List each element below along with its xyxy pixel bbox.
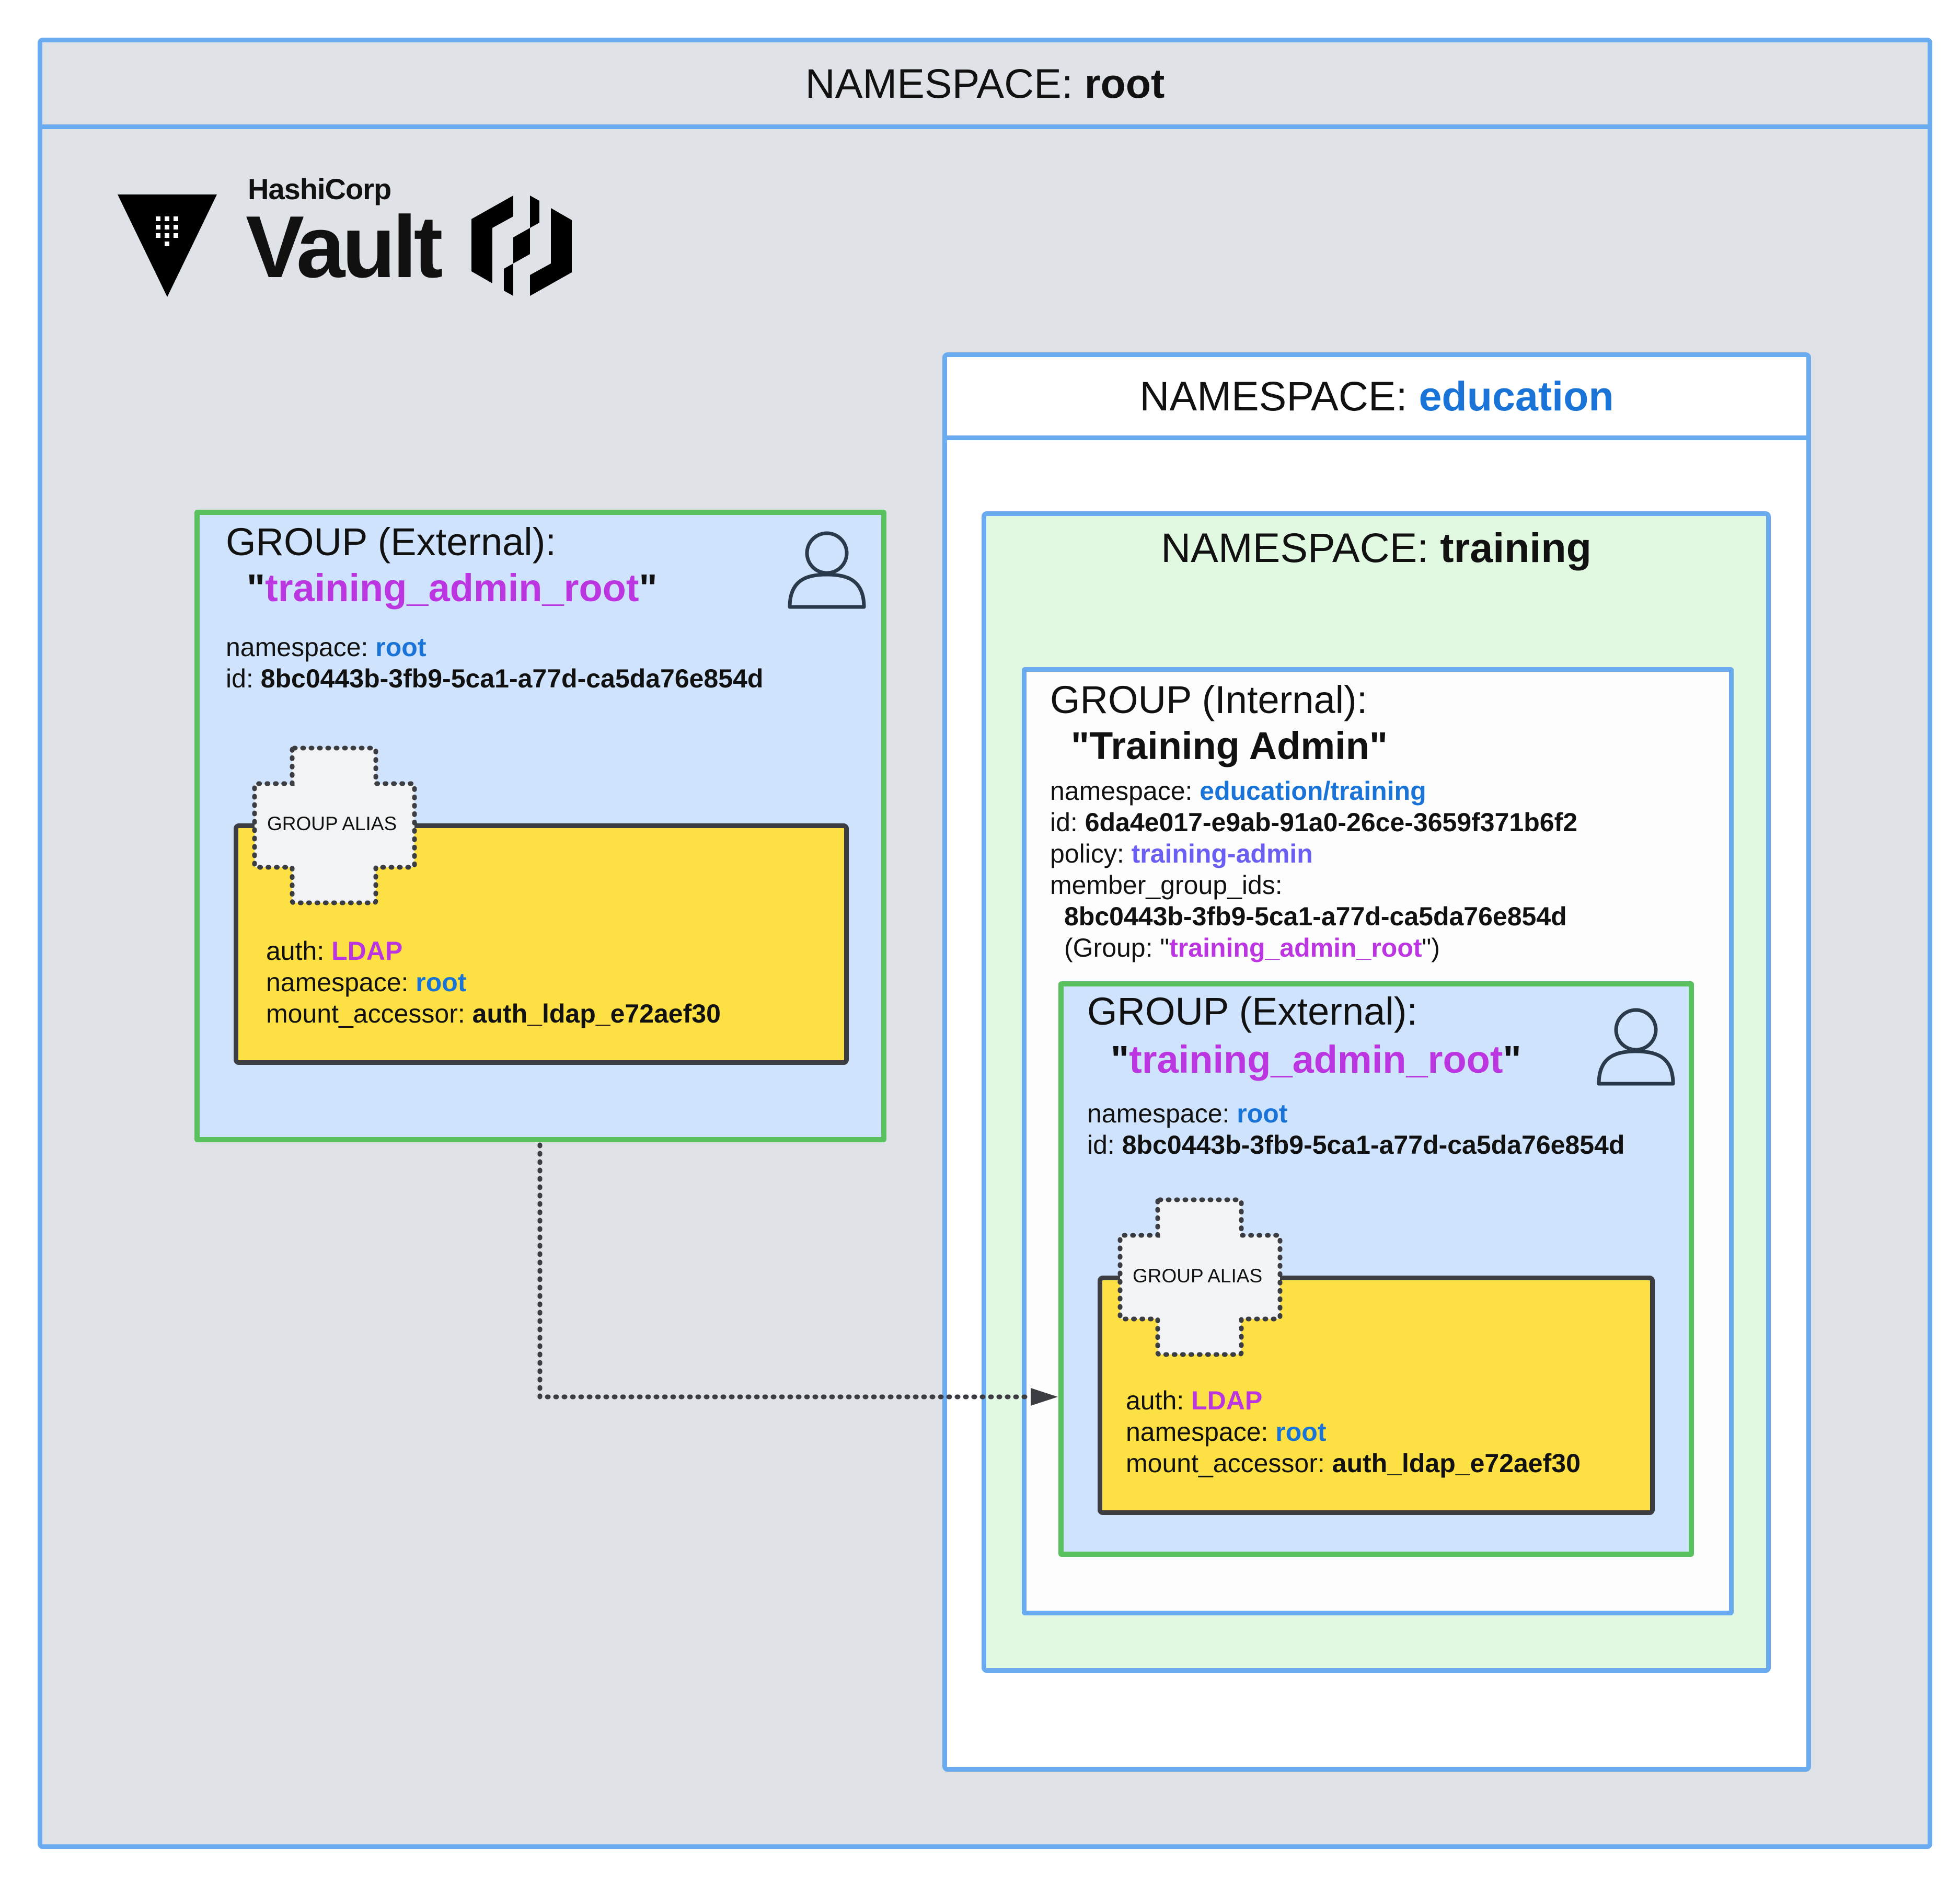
group-id: id: 6da4e017-e9ab-91a0-26ce-3659f371b6f2: [1050, 808, 1578, 837]
group-alias-cross-icon: [1117, 1197, 1283, 1357]
group-name: "training_admin_root": [247, 566, 658, 610]
namespace-education-name: education: [1419, 373, 1614, 419]
hashicorp-h-icon: [471, 196, 572, 296]
alias-auth: auth: LDAP: [1126, 1386, 1263, 1415]
group-title: GROUP (External):: [226, 520, 556, 564]
namespace-root-header: NAMESPACE: root: [42, 42, 1928, 129]
group-name: "Training Admin": [1071, 724, 1388, 767]
alias-mount-accessor: mount_accessor: auth_ldap_e72aef30: [266, 999, 721, 1028]
namespace-education-header: NAMESPACE: education: [947, 357, 1806, 440]
group-namespace: namespace: education/training: [1050, 776, 1426, 806]
namespace-training-header: NAMESPACE: training: [1161, 524, 1592, 571]
namespace-root-label: NAMESPACE:: [805, 60, 1085, 107]
group-title: GROUP (External):: [1087, 990, 1417, 1033]
group-name-value: training_admin_root: [265, 566, 639, 610]
group-alias-badge: GROUP ALIAS: [1133, 1265, 1263, 1287]
group-alias-badge: GROUP ALIAS: [267, 813, 397, 834]
namespace-training-name: training: [1440, 524, 1592, 571]
group-policy: policy: training-admin: [1050, 839, 1313, 868]
group-id: id: 8bc0443b-3fb9-5ca1-a77d-ca5da76e854d: [1087, 1130, 1625, 1160]
logo-brand: HashiCorp: [248, 173, 391, 205]
user-icon: [1597, 1008, 1675, 1086]
logo-product: Vault: [246, 198, 443, 296]
group-member-id: 8bc0443b-3fb9-5ca1-a77d-ca5da76e854d: [1064, 902, 1567, 931]
alias-namespace: namespace: root: [266, 968, 467, 997]
alias-namespace: namespace: root: [1126, 1417, 1327, 1447]
alias-mount-accessor: mount_accessor: auth_ldap_e72aef30: [1126, 1449, 1581, 1478]
group-namespace: namespace: root: [226, 633, 426, 662]
group-title: GROUP (Internal):: [1050, 678, 1368, 721]
namespace-root-name: root: [1084, 60, 1165, 107]
group-name: "training_admin_root": [1111, 1038, 1521, 1081]
group-alias-cross-icon: [252, 745, 417, 905]
group-id: id: 8bc0443b-3fb9-5ca1-a77d-ca5da76e854d: [226, 664, 764, 693]
vault-triangle-icon: [118, 194, 217, 297]
alias-auth: auth: LDAP: [266, 936, 403, 966]
group-member-label: member_group_ids:: [1050, 870, 1283, 900]
group-member-name: (Group: "training_admin_root"): [1064, 933, 1440, 962]
user-icon: [788, 531, 866, 609]
group-namespace: namespace: root: [1087, 1099, 1288, 1128]
